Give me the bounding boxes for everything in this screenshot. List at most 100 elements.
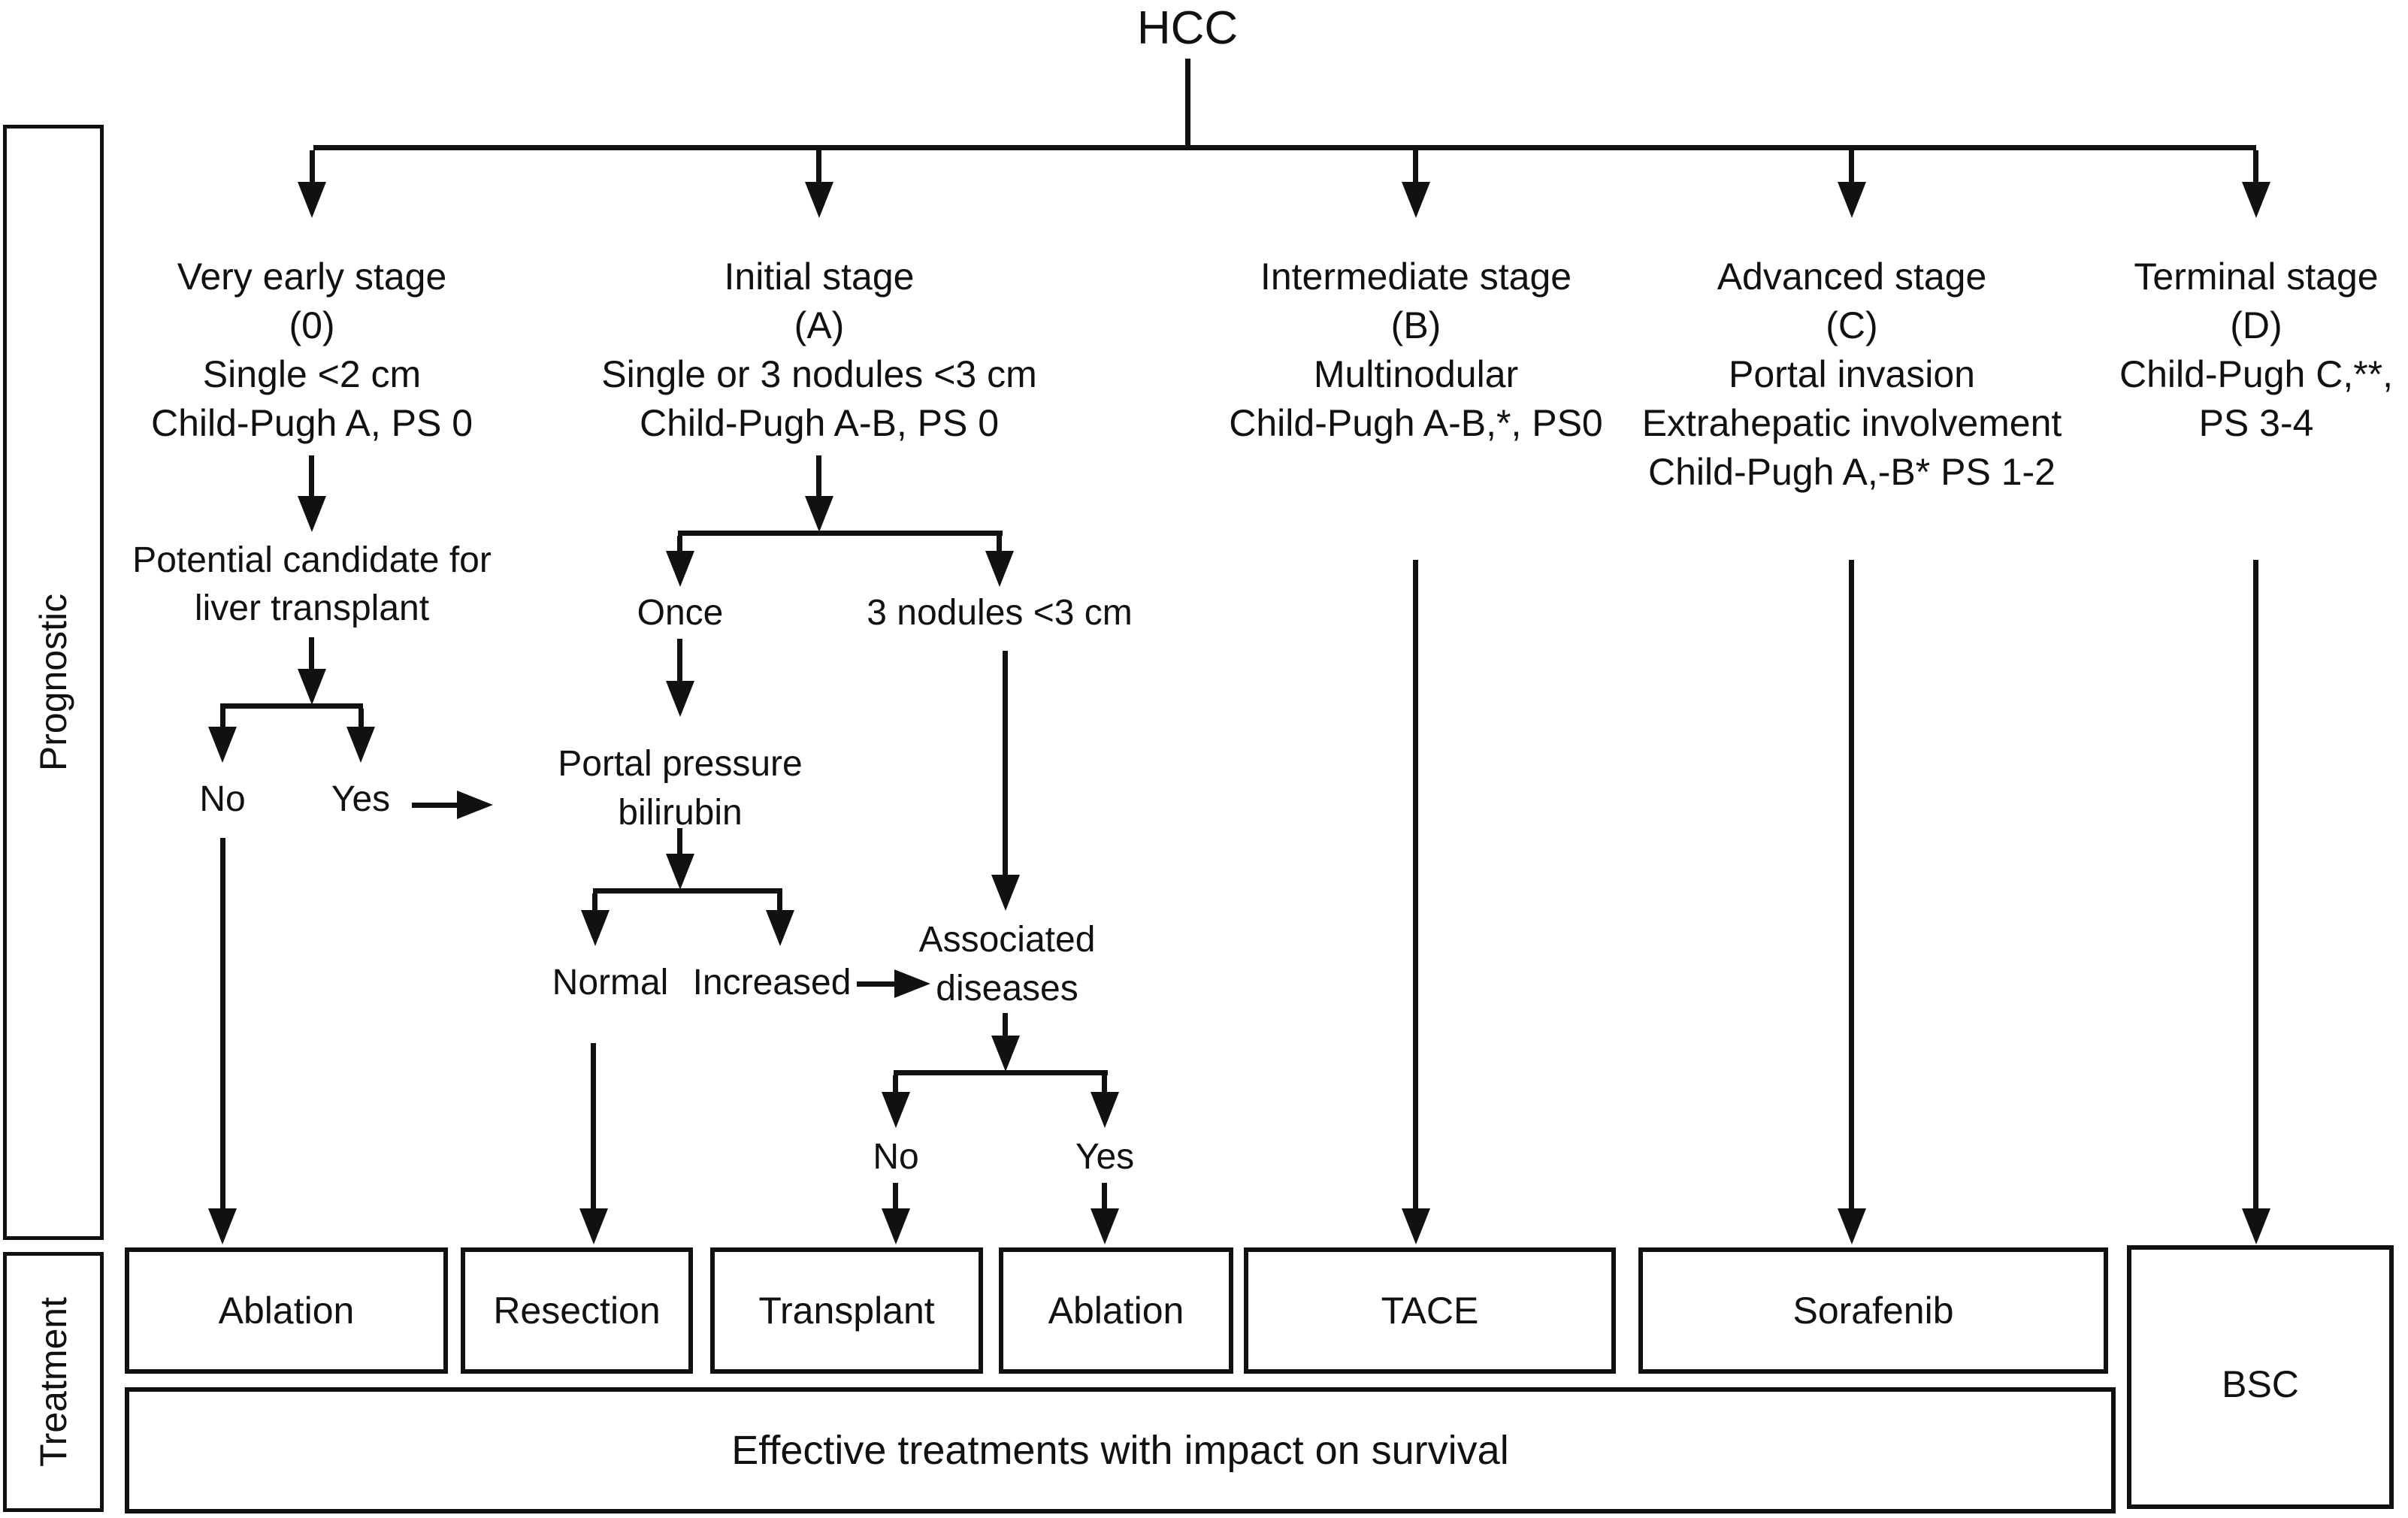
label-associated-yes: Yes xyxy=(1075,1137,1135,1177)
stage-advanced-criterion: Child-Pugh A,-B* PS 1-2 xyxy=(1648,451,2056,493)
stage-initial-criterion: Single or 3 nodules <3 cm xyxy=(601,353,1037,395)
arrowhead-to-portal-pressure xyxy=(666,681,694,717)
arrowhead-candidate-yes-right xyxy=(457,791,493,819)
arrowhead-to-ablation2-box xyxy=(1091,1208,1119,1244)
stage-advanced-letter: (C) xyxy=(1826,304,1878,346)
stage-terminal-criterion: Child-Pugh C,**, xyxy=(2119,353,2394,395)
stage-initial-criterion: Child-Pugh A-B, PS 0 xyxy=(639,402,1000,444)
branch-line-advanced xyxy=(1849,150,1854,182)
arrowhead-very-early xyxy=(298,182,326,218)
arrowhead-to-tace-box xyxy=(1402,1208,1430,1244)
arrowhead-to-candidate xyxy=(298,496,326,532)
treatment-box-ablation-2: Ablation xyxy=(999,1247,1233,1374)
stage-advanced: Advanced stage (C) Portal invasion Extra… xyxy=(1589,252,2115,497)
bsc-label: BSC xyxy=(2222,1363,2299,1405)
associated-split-right-stub xyxy=(1102,1075,1107,1092)
stage-advanced-criterion: Portal invasion xyxy=(1729,353,1975,395)
arrowhead-to-bsc-box xyxy=(2242,1208,2270,1244)
portal-split-right-stub xyxy=(777,894,782,910)
arrowhead-to-associated xyxy=(894,969,930,998)
connector-assocno-to-transplant xyxy=(893,1183,898,1208)
stage-terminal-name: Terminal stage xyxy=(2134,256,2379,298)
treatment-box-bsc: BSC xyxy=(2127,1245,2394,1509)
sidebar-treatment-label: Treatment xyxy=(32,1296,75,1468)
arrowhead-normal xyxy=(581,910,610,946)
initial-split-right-stub xyxy=(997,536,1002,551)
arrowhead-portal-split xyxy=(666,854,694,890)
branch-line-intermediate xyxy=(1413,150,1418,182)
associated-diseases-line: diseases xyxy=(936,969,1078,1008)
connector-portal-down xyxy=(677,828,682,854)
arrowhead-associated-split xyxy=(991,1036,1020,1072)
arrowhead-nodules-to-associated xyxy=(991,875,1020,911)
arrowhead-increased xyxy=(766,910,794,946)
arrowhead-three-nodules xyxy=(985,551,1014,587)
connector-no-to-ablation xyxy=(220,838,225,1208)
branch-line-terminal xyxy=(2253,150,2258,182)
arrowhead-candidate-split xyxy=(298,669,326,705)
connector-initial-down xyxy=(816,455,821,496)
treatment-box-transplant: Transplant xyxy=(710,1247,983,1374)
stage-terminal-letter: (D) xyxy=(2230,304,2282,346)
candidate-yes-right-line xyxy=(412,803,457,808)
stage-very-early-criterion: Child-Pugh A, PS 0 xyxy=(150,402,473,444)
connector-normal-to-resection xyxy=(591,1043,596,1208)
arrowhead-initial-split xyxy=(805,496,833,532)
stage-initial: Initial stage (A) Single or 3 nodules <3… xyxy=(556,252,1082,448)
arrowhead-initial xyxy=(805,182,833,218)
arrowhead-intermediate xyxy=(1402,182,1430,218)
transplant-candidate-line: liver transplant xyxy=(194,588,430,628)
initial-split-bar xyxy=(678,531,1003,536)
treatment-box-sorafenib: Sorafenib xyxy=(1638,1247,2108,1374)
connector-associated-down xyxy=(1003,1013,1008,1036)
label-three-nodules: 3 nodules <3 cm xyxy=(867,593,1133,633)
treatment-label: Ablation xyxy=(218,1290,355,1332)
connector-candidate-down xyxy=(309,637,314,669)
branch-line-initial xyxy=(816,150,821,182)
arrowhead-to-sorafenib-box xyxy=(1838,1208,1866,1244)
stage-initial-name: Initial stage xyxy=(724,256,915,298)
label-normal: Normal xyxy=(552,963,669,1002)
stage-advanced-name: Advanced stage xyxy=(1717,256,1987,298)
arrowhead-to-resection-box xyxy=(579,1208,608,1244)
arrowhead-terminal xyxy=(2242,182,2270,218)
node-portal-pressure: Portal pressure bilirubin xyxy=(530,739,830,837)
branch-line-very-early xyxy=(310,150,315,182)
arrowhead-associated-no xyxy=(882,1092,910,1128)
effective-treatments-bar: Effective treatments with impact on surv… xyxy=(125,1387,2116,1513)
connector-very-early-down xyxy=(309,455,314,496)
stage-terminal: Terminal stage (D) Child-Pugh C,**, PS 3… xyxy=(2068,252,2408,448)
connector-advanced-to-sorafenib xyxy=(1849,560,1854,1208)
stage-intermediate: Intermediate stage (B) Multinodular Chil… xyxy=(1153,252,1679,448)
stage-intermediate-letter: (B) xyxy=(1390,304,1441,346)
branch-main-line xyxy=(313,145,2256,150)
treatment-label: Sorafenib xyxy=(1792,1290,1954,1332)
diagram-title: HCC xyxy=(1136,2,1239,54)
sidebar-treatment-box: Treatment xyxy=(3,1252,104,1512)
arrowhead-once xyxy=(666,551,694,587)
treatment-label: TACE xyxy=(1381,1290,1479,1332)
candidate-split-bar xyxy=(220,703,363,709)
stage-very-early-criterion: Single <2 cm xyxy=(202,353,422,395)
stage-initial-letter: (A) xyxy=(794,304,845,346)
transplant-candidate-line: Potential candidate for xyxy=(132,540,492,580)
portal-pressure-line: bilirubin xyxy=(618,793,743,833)
portal-pressure-line: Portal pressure xyxy=(558,744,803,784)
connector-terminal-to-bsc xyxy=(2253,560,2258,1208)
treatment-box-ablation-1: Ablation xyxy=(125,1247,448,1374)
arrowhead-associated-yes xyxy=(1091,1092,1119,1128)
treatment-label: Ablation xyxy=(1048,1290,1184,1332)
treatment-box-tace: TACE xyxy=(1244,1247,1616,1374)
stage-intermediate-criterion: Multinodular xyxy=(1313,353,1519,395)
arrowhead-candidate-yes xyxy=(346,727,375,763)
arrowhead-to-transplant-box xyxy=(882,1208,910,1244)
arrowhead-candidate-no xyxy=(208,727,237,763)
treatment-box-resection: Resection xyxy=(461,1247,693,1374)
label-candidate-no: No xyxy=(199,779,246,819)
label-candidate-yes: Yes xyxy=(331,779,391,819)
stage-terminal-criterion: PS 3-4 xyxy=(2198,402,2314,444)
connector-intermediate-to-tace xyxy=(1413,560,1418,1208)
connector-nodules-down xyxy=(1003,651,1008,875)
associated-diseases-line: Associated xyxy=(918,920,1096,960)
